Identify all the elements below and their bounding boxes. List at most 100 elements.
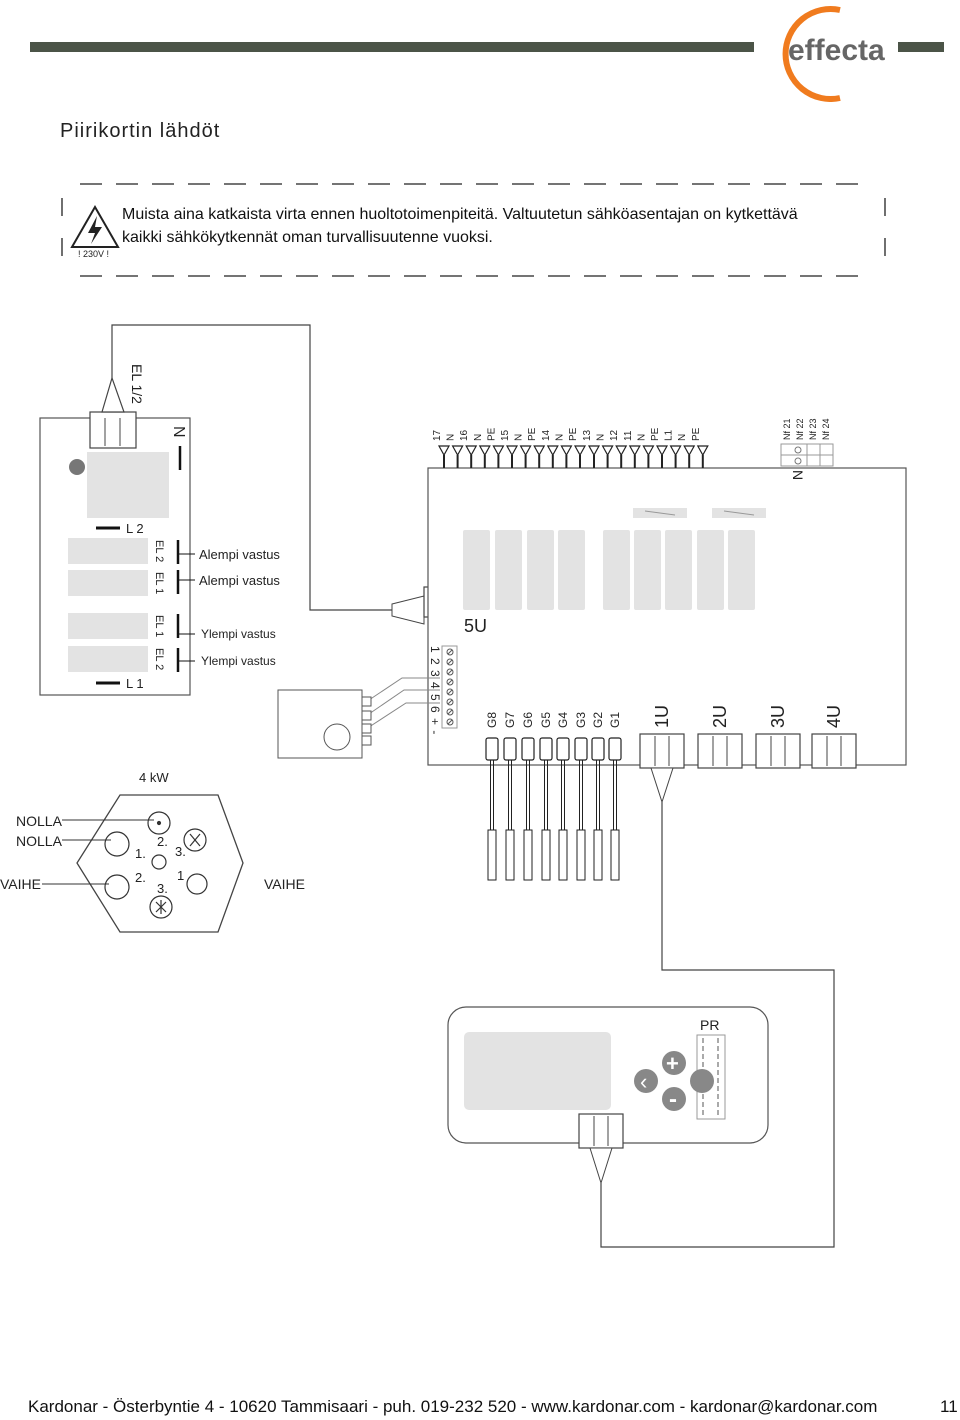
warning-line-1: Muista aina katkaista virta ennen huolto… bbox=[122, 206, 798, 223]
terminal-label: N bbox=[473, 434, 484, 441]
g-sensor bbox=[593, 829, 603, 881]
nf-label: Nf 23 bbox=[808, 418, 818, 440]
header-bar-end bbox=[898, 42, 944, 52]
u-connector bbox=[639, 733, 685, 769]
terminal-label: PE bbox=[486, 427, 497, 441]
left-button[interactable] bbox=[634, 1069, 658, 1093]
socket-label-6: 3. bbox=[157, 881, 168, 896]
vaihe-label-left: VAIHE bbox=[0, 876, 41, 892]
header-bar bbox=[30, 42, 754, 52]
voltage-label: ! 230V ! bbox=[78, 249, 109, 259]
g-sensor bbox=[558, 829, 568, 881]
right-button[interactable] bbox=[690, 1069, 714, 1093]
pin-screw-slot bbox=[447, 659, 453, 665]
terminal-label: 17 bbox=[432, 429, 443, 441]
terminal-label: 13 bbox=[582, 429, 593, 441]
relay bbox=[463, 530, 490, 610]
g-connector bbox=[591, 737, 605, 761]
page-number: 11 bbox=[940, 1397, 958, 1416]
el12-label: EL 1/2 bbox=[129, 364, 145, 404]
warning-line-2: kaikki sähkökytkennät oman turvallisuute… bbox=[122, 229, 493, 246]
cable-1u-display bbox=[600, 802, 835, 1248]
terminal-screw bbox=[451, 445, 464, 457]
relay bbox=[634, 530, 661, 610]
logo-text: effecta bbox=[788, 34, 885, 67]
terminal-label: 14 bbox=[541, 429, 552, 441]
terminal-label: 15 bbox=[500, 429, 511, 441]
g-sensor bbox=[505, 829, 515, 881]
relay-el1-upper bbox=[68, 613, 148, 639]
vaihe-label-right: VAIHE bbox=[264, 876, 305, 892]
g-connector bbox=[485, 737, 499, 761]
terminal-screw bbox=[533, 445, 546, 457]
u-label: 1U bbox=[652, 705, 672, 728]
terminal-label: PE bbox=[691, 427, 702, 441]
pin-screw bbox=[446, 648, 454, 656]
display-plug bbox=[589, 1147, 613, 1185]
socket-hole-marks bbox=[155, 833, 201, 914]
g-connector bbox=[608, 737, 622, 761]
el12-connector bbox=[89, 411, 137, 449]
warning-frame bbox=[61, 183, 886, 277]
terminal-screw bbox=[478, 445, 491, 457]
socket-label-2: 2. bbox=[157, 834, 168, 849]
nf-n-label: N bbox=[790, 470, 806, 480]
pin-screw-slot bbox=[447, 649, 453, 655]
element-socket bbox=[76, 794, 244, 933]
g-sensor bbox=[610, 829, 620, 881]
pin-screw-slot bbox=[447, 679, 453, 685]
terminal-label: PE bbox=[568, 427, 579, 441]
terminal-label: 11 bbox=[623, 430, 634, 441]
terminal-screw bbox=[519, 445, 532, 457]
terminal-screw bbox=[601, 445, 614, 457]
plus-button[interactable] bbox=[662, 1051, 686, 1075]
u-connector bbox=[697, 733, 743, 769]
g-label: G1 bbox=[608, 712, 622, 728]
terminal-label: 12 bbox=[609, 429, 620, 441]
relay bbox=[728, 530, 755, 610]
terminal-screw bbox=[696, 445, 709, 457]
u5-label: 5U bbox=[464, 616, 487, 636]
minus-button[interactable] bbox=[662, 1087, 686, 1111]
g-label: G7 bbox=[503, 712, 517, 728]
pin-screw bbox=[446, 698, 454, 706]
relay bbox=[697, 530, 724, 610]
terminal-screw bbox=[505, 445, 519, 457]
page-title: Piirikortin lähdöt bbox=[60, 120, 221, 142]
u-label: 3U bbox=[768, 705, 788, 728]
relay bbox=[665, 530, 692, 610]
plug-1u bbox=[650, 767, 674, 804]
g-connector bbox=[539, 737, 553, 761]
el12-plug bbox=[101, 376, 125, 413]
g-sensor bbox=[487, 829, 497, 881]
pin-screw-slot bbox=[447, 709, 453, 715]
socket-leader-lines bbox=[42, 819, 154, 885]
relay-el1-lower bbox=[68, 570, 148, 596]
terminal-screw bbox=[546, 445, 559, 457]
pin-screw bbox=[446, 668, 454, 676]
ylempi-vastus-2: Ylempi vastus bbox=[201, 654, 276, 668]
terminal-screw bbox=[573, 445, 587, 457]
ylempi-vastus-1: Ylempi vastus bbox=[201, 627, 276, 641]
kw-label: 4 kW bbox=[139, 770, 169, 785]
el1-upper-label: EL 1 bbox=[153, 615, 165, 637]
terminal-label: 16 bbox=[459, 429, 470, 441]
g-sensor bbox=[576, 829, 586, 881]
g-label: G3 bbox=[574, 712, 588, 728]
u-label: 4U bbox=[824, 705, 844, 728]
socket-holes bbox=[104, 811, 208, 919]
high-voltage-icon bbox=[70, 204, 120, 248]
terminal-screw bbox=[492, 445, 505, 457]
warning-text: Muista aina katkaista virta ennen huolto… bbox=[122, 203, 882, 249]
pin-screw-slot bbox=[447, 719, 453, 725]
g-connector bbox=[503, 737, 517, 761]
terminal-label: L1 bbox=[664, 429, 675, 441]
footer-contact: Kardonar - Österbyntie 4 - 10620 Tammisa… bbox=[28, 1397, 878, 1416]
display-connector bbox=[578, 1113, 624, 1149]
pin-screw-slot bbox=[447, 669, 453, 675]
relay-el2-upper bbox=[68, 646, 148, 672]
sensor-wires bbox=[365, 677, 440, 730]
